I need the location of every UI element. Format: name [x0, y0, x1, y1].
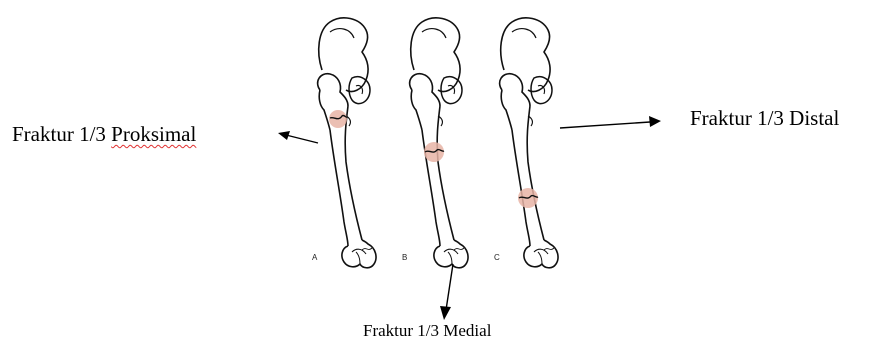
label-proksimal-prefix: Fraktur 1/3 — [12, 122, 111, 146]
arrow-to-distal-label — [560, 116, 661, 128]
arrow-to-medial-label — [440, 264, 453, 320]
femur-c — [500, 18, 558, 268]
femur-a — [318, 18, 376, 268]
femur-b — [410, 18, 468, 268]
figure-letter-c: C — [494, 253, 500, 262]
label-proksimal-word: Proksimal — [111, 122, 196, 146]
figure-letter-b: B — [402, 253, 407, 262]
label-fraktur-distal: Fraktur 1/3 Distal — [690, 108, 839, 129]
label-fraktur-medial: Fraktur 1/3 Medial — [363, 322, 491, 339]
arrow-to-proximal-label — [278, 131, 318, 143]
label-fraktur-proksimal: Fraktur 1/3 Proksimal — [12, 124, 196, 145]
figure-letter-a: A — [312, 253, 317, 262]
